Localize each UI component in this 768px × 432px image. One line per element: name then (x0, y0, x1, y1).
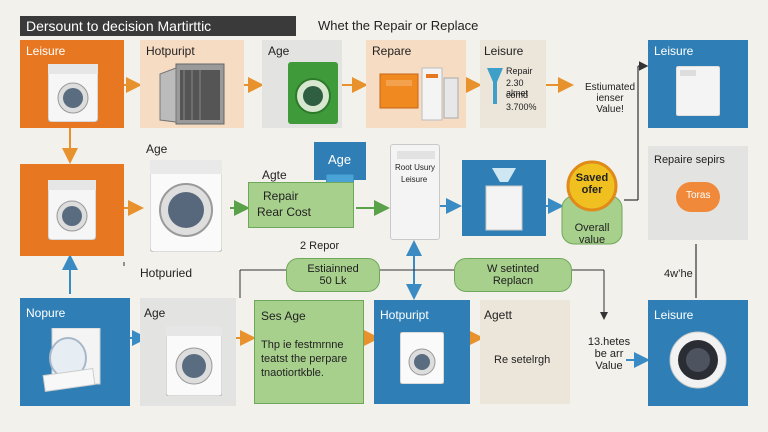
text-line: Overall (574, 222, 610, 234)
text-line: Repair (506, 66, 533, 76)
text-line: Estiumated (584, 82, 636, 93)
text-line: 2.30 almet (506, 78, 529, 98)
appliance-icon (676, 66, 720, 116)
text-line: ofer (581, 184, 603, 196)
washer-green-icon (288, 62, 338, 124)
funnel-icon (487, 68, 503, 104)
node-label: Age (144, 306, 166, 320)
node-label: Agett (484, 308, 513, 322)
node-hotpuript-bottom[interactable]: Hotpuript (374, 300, 470, 404)
text-line: ienser (596, 93, 624, 104)
node-label: Ses Age (261, 309, 306, 323)
text-line: Repair (263, 189, 299, 203)
node-ses-age[interactable]: Ses Age Thp ie festmrnne teatst the perp… (254, 300, 364, 404)
text-line: Value (595, 360, 623, 372)
washer-icon (400, 332, 444, 384)
node-label: Repaire sepirs (654, 154, 725, 166)
washer-icon (48, 64, 98, 122)
washer-icon (166, 326, 222, 396)
text-line: 13.hetes (587, 336, 631, 348)
node-label: Leisure (654, 308, 694, 322)
tower-panel (397, 151, 435, 159)
diagram-subtitle: Whet the Repair or Replace (318, 18, 479, 33)
open-washer-icon (42, 328, 101, 392)
text-line: 50 Lk (319, 275, 347, 287)
node-label: Nopure (26, 306, 66, 320)
text-line: be arr (594, 348, 624, 360)
hotpuried-label: Hotpuried (140, 266, 193, 280)
node-repare[interactable]: Repare (366, 40, 466, 128)
node-hotpuript[interactable]: Hotpuript (140, 40, 244, 128)
node-funnel-box[interactable] (462, 160, 546, 236)
text-line: Replacn (492, 275, 534, 287)
dryer-open-icon (159, 63, 225, 125)
text-line: Value! (596, 104, 624, 115)
four-w-label: 4w’he (664, 268, 693, 280)
saved-offer-badge (561, 160, 623, 245)
node-leisure-mid[interactable]: Leisure Repair 2.30 almet comd 3.700% (480, 40, 546, 128)
node-label: Age (328, 152, 352, 167)
text-line: tnaotiortkble. (261, 367, 324, 379)
node-leisure-bottom[interactable]: Leisure (648, 300, 748, 406)
node-label: Hotpuript (146, 44, 195, 58)
text-line: Thp ie festmrnne (261, 339, 344, 351)
node-label: Age (268, 44, 290, 58)
node-age-bottom[interactable]: Age (140, 298, 236, 406)
saved-offer-text: Saved ofer (566, 172, 618, 196)
text-line: Leisure (401, 175, 428, 184)
hates-text: 13.hetes be arr Value (586, 336, 632, 372)
node-label: Hotpuript (380, 308, 429, 322)
text-line: Re setelrgh (494, 354, 551, 366)
node-leisure-right[interactable]: Leisure (648, 40, 748, 128)
w-setinted-pill[interactable]: W setinted Replacn (454, 258, 572, 292)
text-line: Saved (575, 172, 609, 184)
estimated-value-text: Estiumated ienser Value! (584, 82, 636, 115)
funnel-box-icon (485, 168, 523, 231)
node-tower[interactable]: Root Usury Leisure (390, 144, 440, 240)
text-line: teatst the perpare (261, 353, 348, 365)
repair-parts-icon (379, 67, 459, 121)
badge-label: Toras (686, 190, 711, 201)
washer-icon (48, 180, 96, 240)
node-washer-orange[interactable] (20, 164, 124, 256)
age-label: Age (146, 142, 168, 156)
text-line: Root Usury (395, 163, 436, 172)
node-label: Leisure (26, 44, 66, 58)
node-repaire-sepirs[interactable]: Repaire sepirs Toras (648, 146, 748, 240)
toras-badge: Toras (676, 182, 720, 212)
node-label: Leisure (484, 44, 524, 58)
diagram-title: Dersount to decision Martirttic (20, 16, 296, 36)
drum-icon (669, 331, 727, 389)
node-age[interactable]: Age (262, 40, 342, 128)
node-leisure-left[interactable]: Leisure (20, 40, 124, 128)
text-line: value (578, 234, 606, 246)
node-agett[interactable]: Agett Re setelrgh (480, 300, 570, 404)
text-line: Estiainned (307, 263, 359, 275)
overall-value-text: Overall value (562, 222, 622, 246)
text-line: W setinted (487, 263, 539, 275)
text-line: Rear Cost (257, 205, 312, 219)
text-line: 3.700% (506, 102, 537, 112)
repor-label: 2 Repor (300, 240, 340, 252)
node-repair-cost[interactable]: Repair Rear Cost (248, 182, 354, 228)
text-line: comd (506, 90, 529, 100)
estimated-pill[interactable]: Estiainned 50 Lk (286, 258, 380, 292)
node-nopure[interactable]: Nopure (20, 298, 130, 406)
large-washer-icon (150, 160, 222, 252)
node-label: Leisure (654, 44, 694, 58)
node-label: Repare (372, 44, 412, 58)
agte-label: Agte (262, 168, 287, 182)
